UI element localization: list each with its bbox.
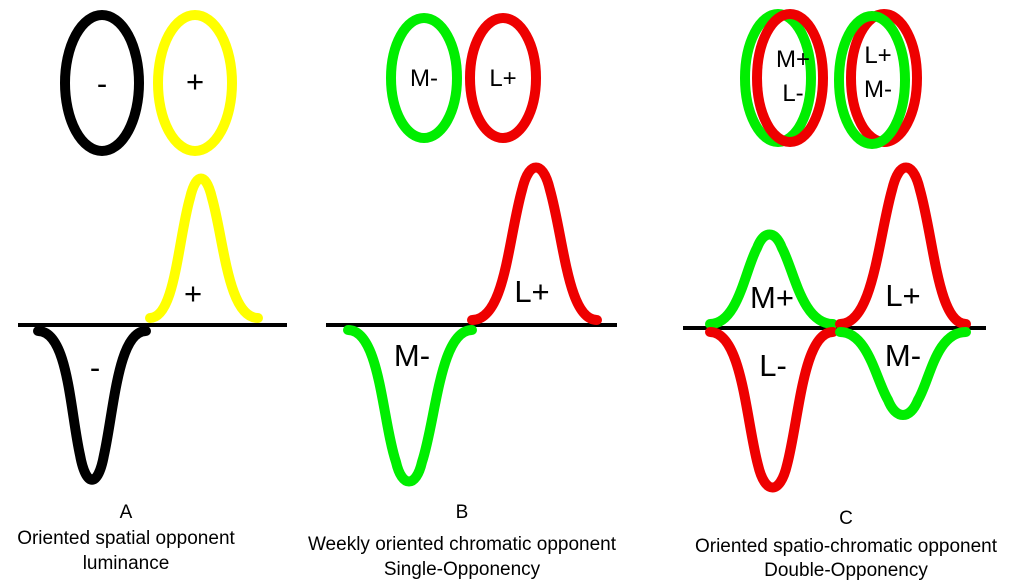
panel-c-right-positive-label: L+ (885, 278, 920, 313)
panel-a-caption-line1: Oriented spatial opponent (17, 528, 235, 549)
panel-c-right-negative-label: M- (885, 338, 921, 373)
panel-c-left-top-label: M+ (776, 46, 810, 73)
panel-a: - + + - A Oriented spatial opponent lumi… (17, 10, 287, 574)
panel-c-left-negative-label: L- (759, 348, 787, 383)
panel-c-left-positive-label: M+ (750, 280, 794, 315)
panel-c-left-bottom-label: L- (782, 80, 803, 107)
panel-b-curve-positive-label: L+ (514, 274, 549, 309)
panel-b-caption-line1: Weekly oriented chromatic opponent (308, 534, 617, 555)
panel-b-l-subfield (465, 13, 541, 143)
panel-c-left-m-positive-curve (705, 229, 838, 329)
panel-c-right-l-positive-curve (835, 162, 971, 329)
panel-b-caption-line2: Single-Opponency (384, 559, 541, 580)
panel-b-l-positive-curve (467, 162, 602, 325)
panel-b-m-negative-curve (343, 325, 477, 487)
panel-b-m-subfield (386, 13, 462, 143)
panel-c-caption-line1: Oriented spatio-chromatic opponent (695, 536, 998, 557)
panel-a-off-label: - (97, 66, 107, 101)
panel-c-caption-line2: Double-Opponency (764, 560, 928, 581)
panel-b-l-label: L+ (489, 65, 516, 92)
panel-a-caption-line2: luminance (83, 553, 170, 574)
panel-c-right-m-negative-curve (835, 327, 971, 420)
panel-a-on-label: + (186, 64, 204, 99)
panel-c-letter: C (839, 508, 853, 529)
panel-b-curve-negative-label: M- (394, 338, 430, 373)
panel-a-on-subfield (153, 10, 237, 156)
panel-c: M+ L- L+ M- M+ L- L+ M- C Oriented spati… (683, 9, 998, 581)
panel-a-curve-negative-label: - (90, 350, 100, 385)
panel-b: M- L+ L+ M- B Weekly oriented chromatic … (308, 13, 617, 580)
panel-c-right-subfield-green (834, 11, 910, 149)
panel-c-right-bottom-label: M- (864, 76, 892, 103)
panel-a-curve-positive-label: + (184, 276, 202, 311)
panel-b-letter: B (456, 502, 469, 523)
panel-a-letter: A (120, 502, 133, 523)
panel-a-off-subfield (60, 10, 144, 156)
panel-c-left-l-negative-curve (705, 327, 838, 493)
panel-b-m-label: M- (410, 65, 438, 92)
panel-c-right-top-label: L+ (864, 42, 891, 69)
panel-a-positive-curve (145, 173, 263, 323)
panel-a-negative-curve (33, 326, 151, 485)
panel-c-left-subfield-red (752, 9, 828, 147)
